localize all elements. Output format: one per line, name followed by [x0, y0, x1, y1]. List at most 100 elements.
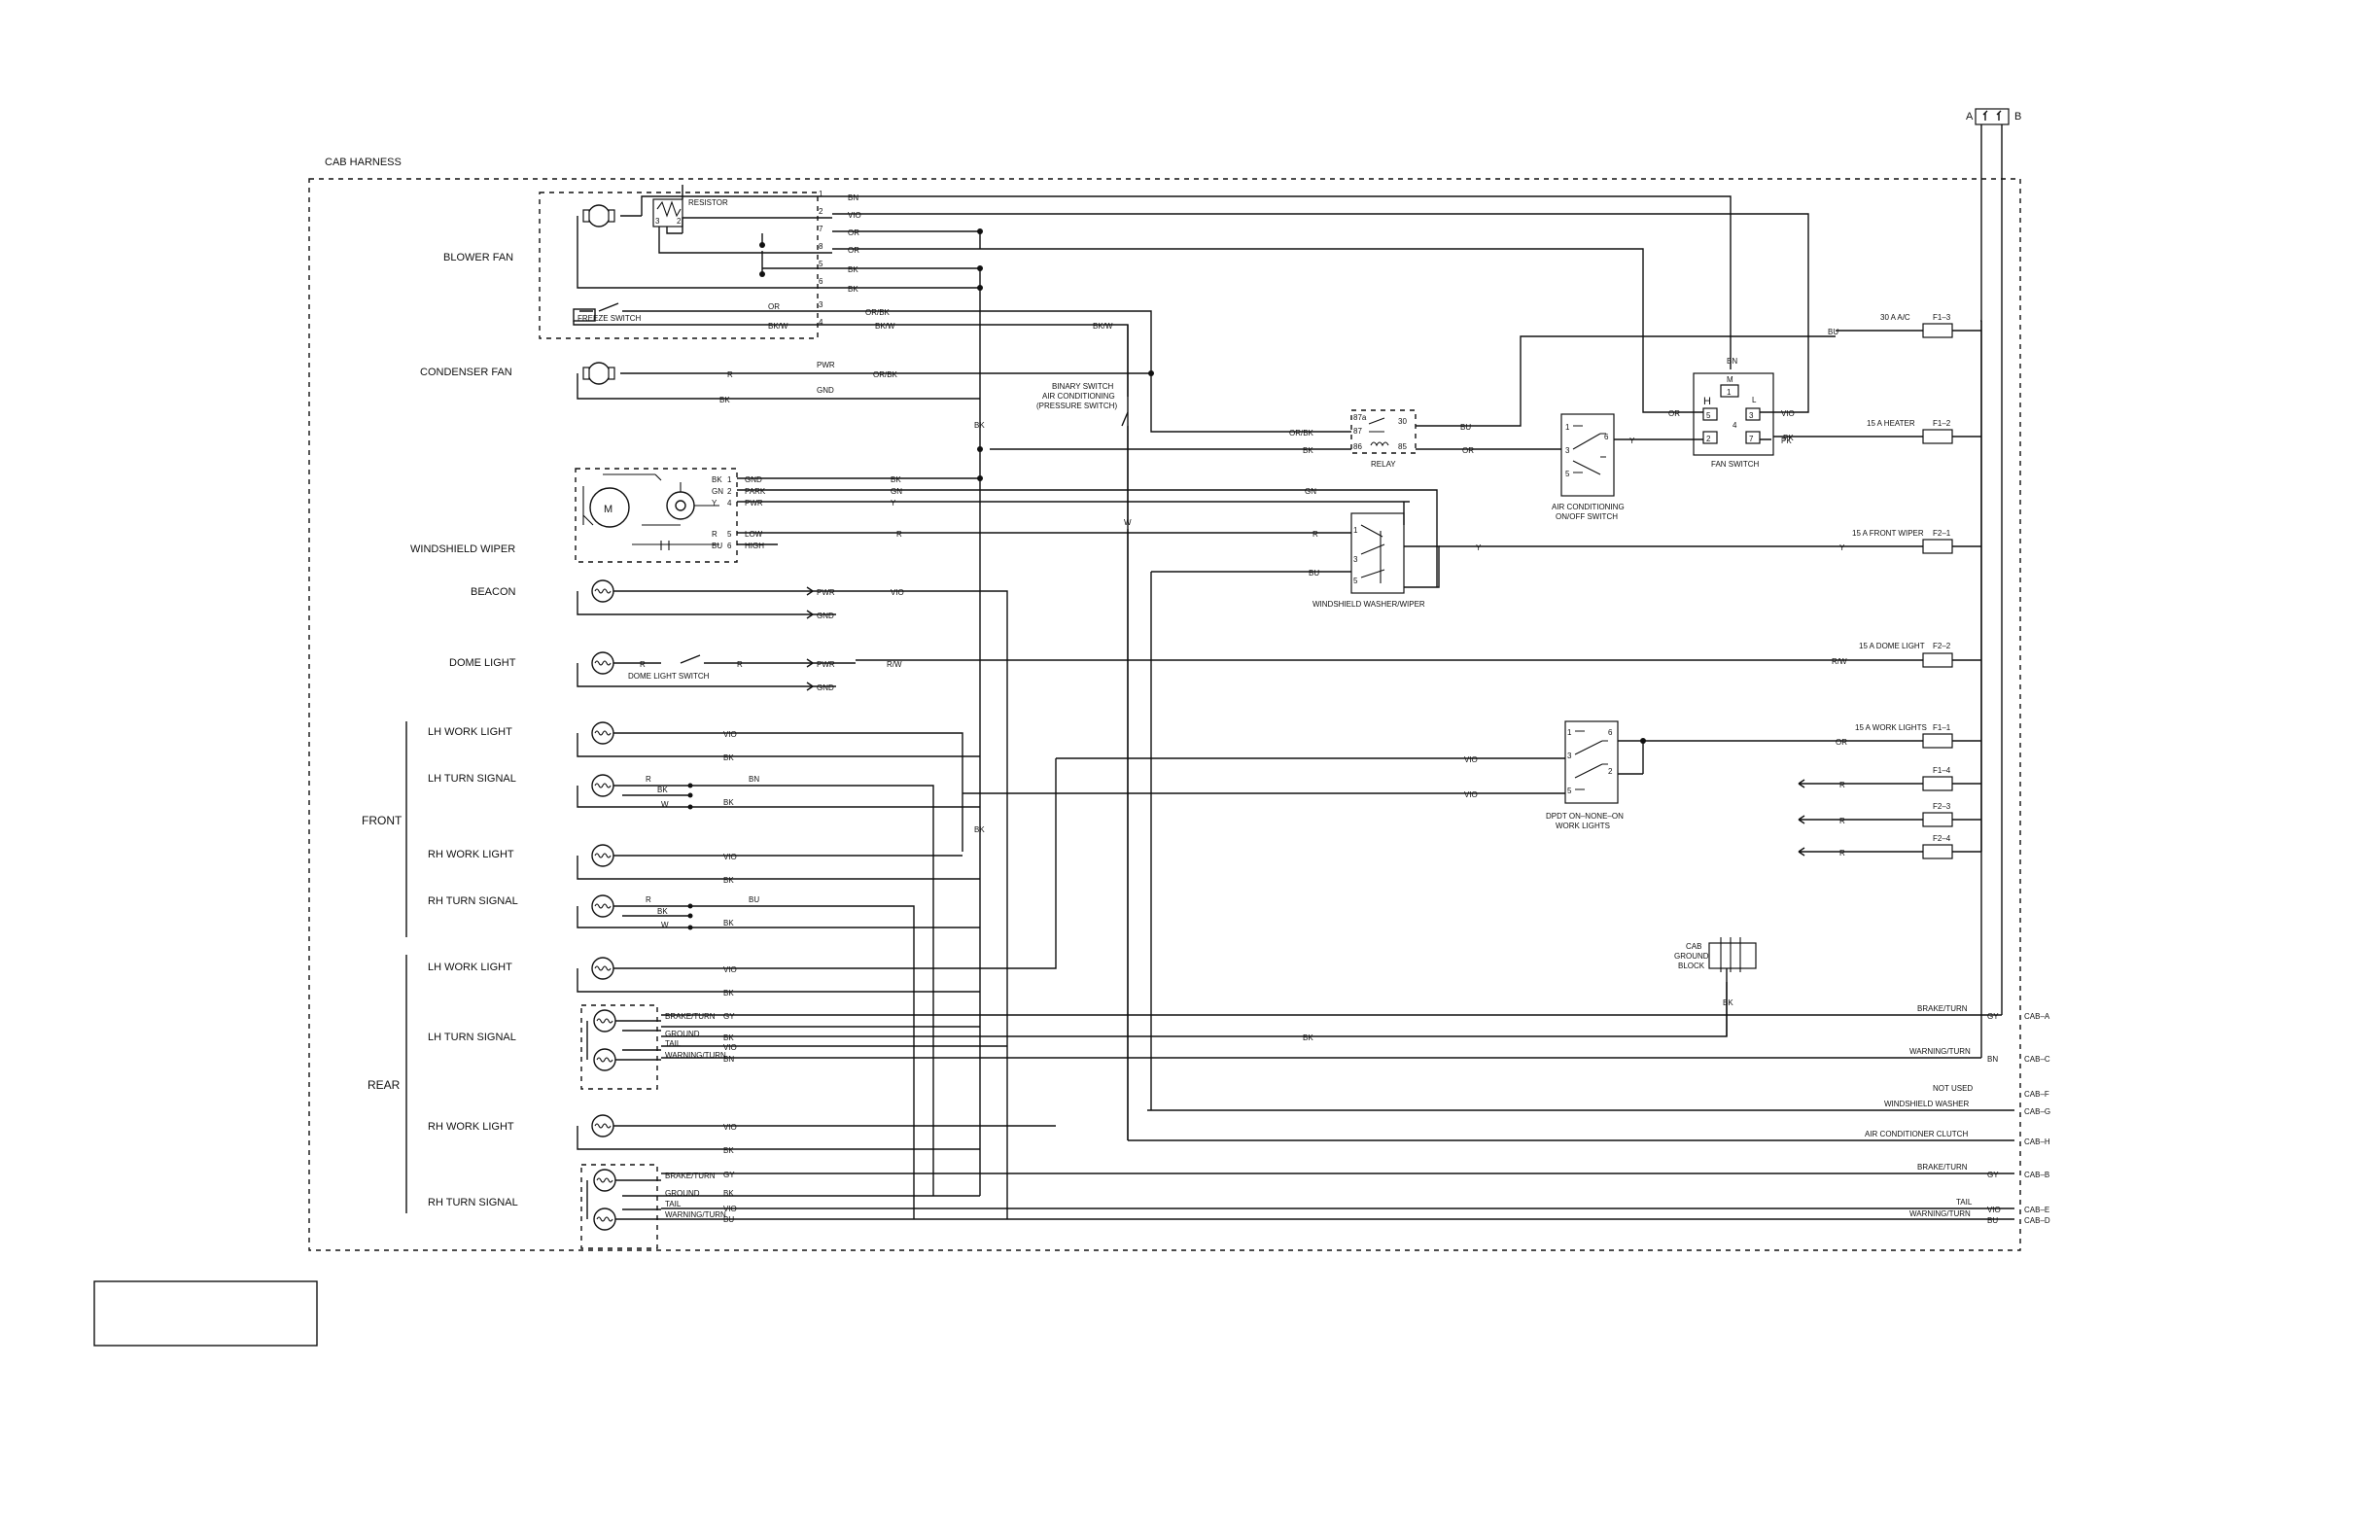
label-lh-work-light: LH WORK LIGHT: [428, 726, 512, 738]
cab-harness-boundary: [308, 178, 2021, 1251]
blower-pin: 8: [819, 242, 823, 251]
group-rear: REAR: [368, 1078, 401, 1092]
dome-light: DOME LIGHT R R PWR R/W GND DOME LIGHT SW…: [449, 651, 902, 692]
switch-pin: 5: [1565, 470, 1570, 478]
wire-color: BK: [891, 475, 901, 484]
switch-pin: 1: [1567, 728, 1572, 737]
wire-color: BK: [848, 285, 858, 294]
plug-pin-b: B: [2014, 111, 2021, 122]
front-lh-turn-signal: LH TURN SIGNAL R BK W BN BK: [428, 773, 980, 1196]
rear-lh-lamp-box: [580, 1004, 658, 1090]
wire-color: VIO: [723, 1043, 737, 1052]
wire-color: R: [1312, 530, 1318, 539]
label-rh-work-light: RH WORK LIGHT: [428, 849, 514, 860]
cab-color: BN: [1987, 1055, 1998, 1064]
windshield-washer-wiper-switch: 1 3 5 BU Y WINDSHIELD WASHER/WIPER: [1150, 502, 1482, 1110]
wire-color: VIO: [891, 588, 904, 597]
wire-color: PK: [1783, 434, 1794, 442]
fuse-f2-1: 15 A FRONT WIPER F2–1 Y: [1439, 529, 1981, 554]
beacon: BEACON PWR VIO GND: [471, 579, 1008, 1219]
wire-color: OR/BK: [1289, 429, 1314, 438]
wire-color: GND: [817, 612, 834, 620]
switch-pin: 2: [1608, 767, 1613, 776]
power-bus: [1980, 124, 2003, 1058]
rear-rh-work-light: RH WORK LIGHT VIO BK: [428, 1114, 1056, 1155]
blower-fan: BLOWER FAN RESISTOR 3 2 FREEZE SWITCH 1 …: [443, 185, 832, 339]
wire-color: GN: [712, 487, 723, 496]
relay-pin: 30: [1398, 417, 1407, 426]
switch-pin: 6: [1608, 728, 1613, 737]
wire-color: BK/W: [1093, 322, 1113, 331]
wire-color: BU: [712, 542, 722, 550]
label-ac-switch: ON/OFF SWITCH: [1556, 512, 1618, 521]
wire-color: PWR: [817, 588, 835, 597]
ground-block-label: CAB: [1686, 942, 1701, 951]
label-work-lights-switch: WORK LIGHTS: [1556, 822, 1610, 830]
wire-color: BK: [723, 1146, 734, 1155]
wire-color: GND: [817, 386, 834, 395]
fuse-label: 15 A WORK LIGHTS: [1855, 723, 1927, 732]
label-windshield-wiper: WINDSHIELD WIPER: [410, 543, 515, 555]
fuse-f2-3: F2–3 R: [1798, 802, 1981, 827]
wire-color: BU: [1309, 569, 1319, 578]
blower-pin: 5: [819, 260, 823, 268]
blower-pin: 3: [819, 300, 823, 309]
relay: 87a 87 86 30 85 RELAY OR/BK BK BU OR: [977, 335, 1836, 469]
resistor-pin: 2: [677, 217, 682, 226]
cab-func: WARNING/TURN: [1909, 1209, 1971, 1218]
wiper-motor-icon: [589, 487, 630, 528]
wire-color: R: [896, 530, 902, 539]
cab-func: AIR CONDITIONER CLUTCH: [1865, 1130, 1968, 1138]
wire-color: GN: [891, 487, 902, 496]
wiper-motor-label: M: [604, 504, 612, 515]
wire-color: BU: [1460, 423, 1471, 432]
fuse-id: F1–2: [1933, 419, 1951, 428]
wire-color: BK: [723, 1033, 734, 1042]
wiper-motor-box: [575, 468, 738, 563]
label-washer-wiper: WINDSHIELD WASHER/WIPER: [1312, 600, 1425, 609]
wire-color: BK: [657, 786, 668, 794]
fuse-id: F1–3: [1933, 313, 1951, 322]
fuse-f1-4: F1–4 R: [1798, 766, 1981, 791]
fan-switch-pin: 2: [1706, 435, 1711, 443]
wire-color: BK/W: [768, 322, 788, 331]
rear-lh-work-light: LH WORK LIGHT VIO BK: [428, 758, 1057, 998]
label-binary-switch: BINARY SWITCH: [1052, 382, 1113, 391]
wire-color: Y: [712, 499, 718, 508]
label-rh-turn-signal: RH TURN SIGNAL: [428, 1197, 518, 1208]
fuse-id: F2–1: [1933, 529, 1951, 538]
blower-fan-box: [539, 192, 819, 339]
wire-color: R: [712, 530, 718, 539]
wiper-term: PARK: [745, 487, 766, 496]
blower-pin: 7: [819, 225, 823, 233]
label-condenser-fan: CONDENSER FAN: [420, 367, 512, 378]
fuse-id: F2–3: [1933, 802, 1951, 811]
wire-color: BK: [723, 753, 734, 762]
cab-pin-h: CAB–H: [2024, 1138, 2050, 1146]
wire-color: BK/W: [875, 322, 895, 331]
wire-color: BN: [848, 193, 858, 202]
wiper-term: LOW: [745, 530, 763, 539]
cab-pin-b: CAB–B: [2024, 1171, 2049, 1179]
wire-color: BU: [749, 895, 759, 904]
fuse-label: 15 A FRONT WIPER: [1852, 529, 1924, 538]
label-work-lights-switch: DPDT ON–NONE–ON: [1546, 812, 1624, 821]
wire-color: R: [1839, 781, 1845, 789]
cab-color: GY: [1987, 1171, 1999, 1179]
wire-color: BK: [974, 825, 985, 834]
cab-color: BU: [1987, 1216, 1998, 1225]
cab-pin-e: CAB–E: [2024, 1206, 2049, 1214]
wire-color: Y: [1476, 543, 1482, 552]
wire-color: VIO: [723, 730, 737, 739]
wire-color: GY: [723, 1012, 735, 1021]
wire-color: W: [661, 800, 669, 809]
cab-func: BRAKE/TURN: [1917, 1004, 1968, 1013]
wire-color: BU: [723, 1215, 734, 1224]
relay-pin: 85: [1398, 442, 1407, 451]
label-rh-work-light: RH WORK LIGHT: [428, 1121, 514, 1133]
fan-switch-pin: 4: [1732, 421, 1737, 430]
wire-color: OR: [848, 228, 859, 237]
wire-color: R: [1839, 817, 1845, 825]
wiper-pin: 5: [727, 530, 732, 539]
